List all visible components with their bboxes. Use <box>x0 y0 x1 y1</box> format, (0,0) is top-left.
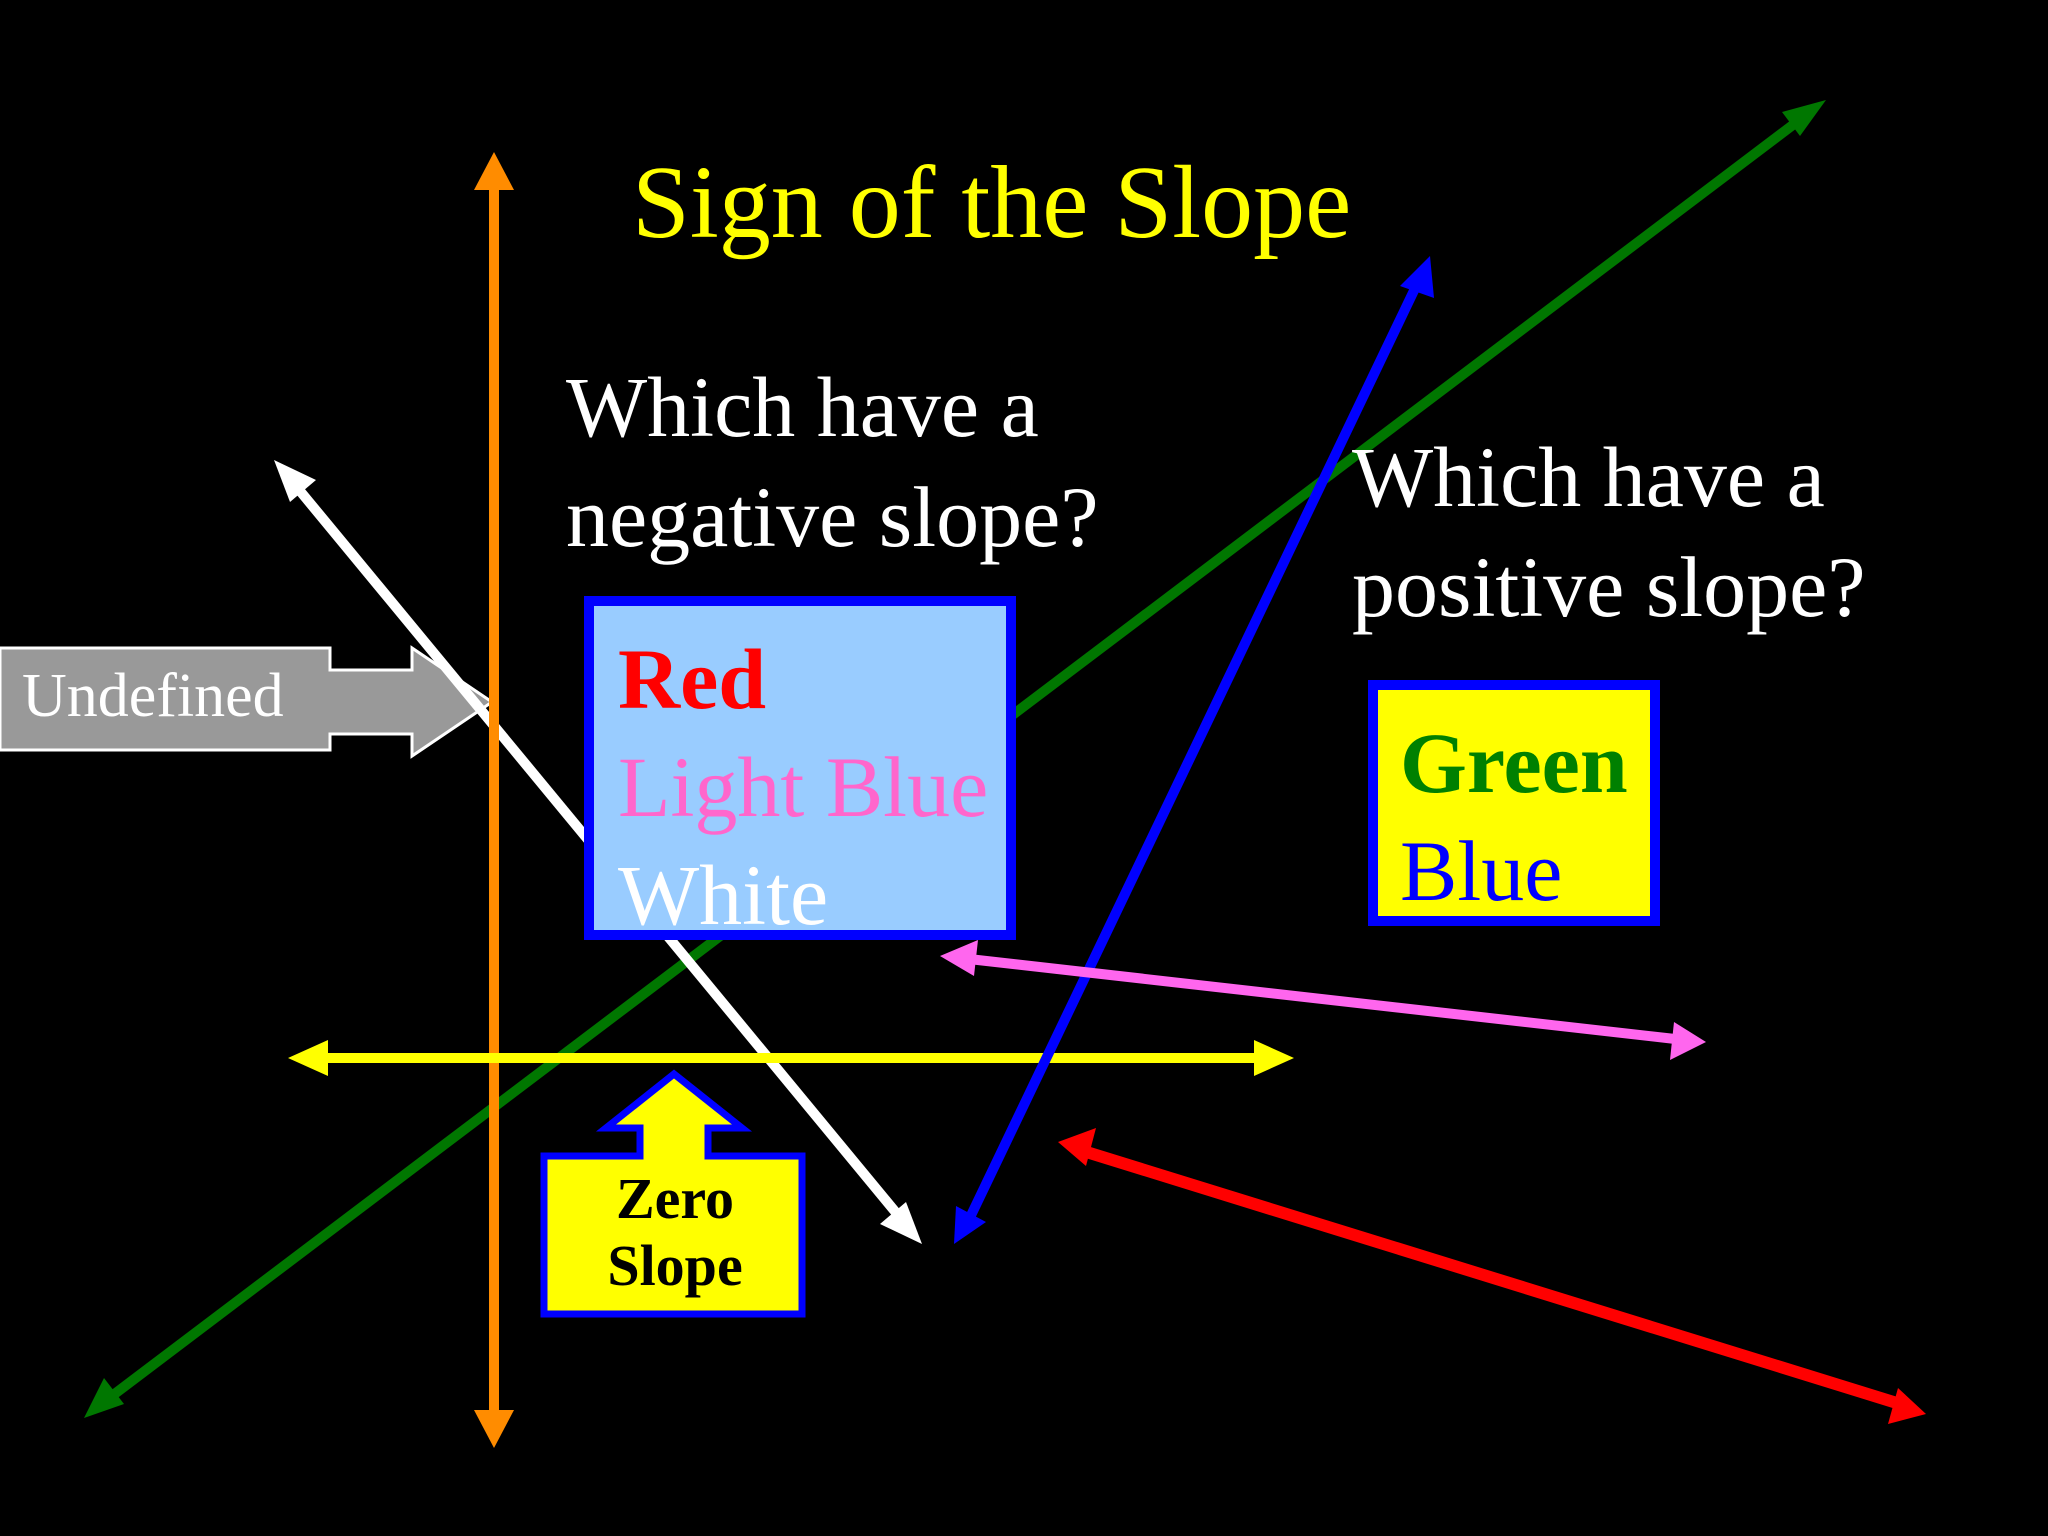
zero-label-line-1: Zero <box>615 1166 735 1231</box>
red-line-arrowhead-right <box>1888 1388 1926 1424</box>
negative-question-line-2: negative slope? <box>566 469 1099 566</box>
orange-line-arrowhead-top <box>474 152 514 190</box>
blue-line-arrowhead-bottom <box>954 1206 986 1244</box>
zero-label-line-2: Slope <box>607 1232 743 1298</box>
zero-slope-callout-shape <box>540 1069 806 1318</box>
orange-line-arrowhead-bottom <box>474 1410 514 1448</box>
zero-slope-label: Zero Slope <box>548 1166 802 1299</box>
white-line-arrowhead-end <box>880 1202 922 1244</box>
answer-green: Green <box>1400 715 1628 811</box>
pink-line-arrowhead-right <box>1670 1022 1706 1060</box>
positive-slope-question: Which have a positive slope? <box>1352 422 1866 642</box>
yellow-line-arrowhead-right <box>1254 1040 1294 1076</box>
negative-answers-box: Red Light Blue White <box>584 596 1016 940</box>
green-line-arrowhead-start <box>84 1378 124 1418</box>
negative-question-line-1: Which have a <box>566 359 1039 455</box>
answer-blue: Blue <box>1400 823 1563 919</box>
yellow-line-arrowhead-left <box>288 1040 328 1076</box>
positive-question-line-2: positive slope? <box>1352 539 1866 636</box>
pink-line <box>959 953 1685 1045</box>
blue-line <box>959 275 1425 1233</box>
positive-question-line-1: Which have a <box>1352 429 1825 525</box>
answer-white: White <box>618 847 829 943</box>
undefined-label: Undefined <box>22 662 284 730</box>
page-title: Sign of the Slope <box>632 145 1352 260</box>
answer-red: Red <box>618 631 767 727</box>
blue-line-arrowhead-top <box>1400 256 1434 298</box>
answer-light-blue: Light Blue <box>618 739 989 835</box>
pink-line-arrowhead-left <box>940 940 978 976</box>
negative-slope-question: Which have a negative slope? <box>566 352 1099 572</box>
red-line-arrowhead-left <box>1058 1128 1096 1166</box>
positive-answers-box: Green Blue <box>1368 680 1660 926</box>
white-line-arrowhead-start <box>274 460 316 502</box>
red-line <box>1078 1144 1902 1410</box>
green-line-arrowhead-end <box>1782 100 1826 136</box>
undefined-callout-arrow <box>0 645 495 759</box>
